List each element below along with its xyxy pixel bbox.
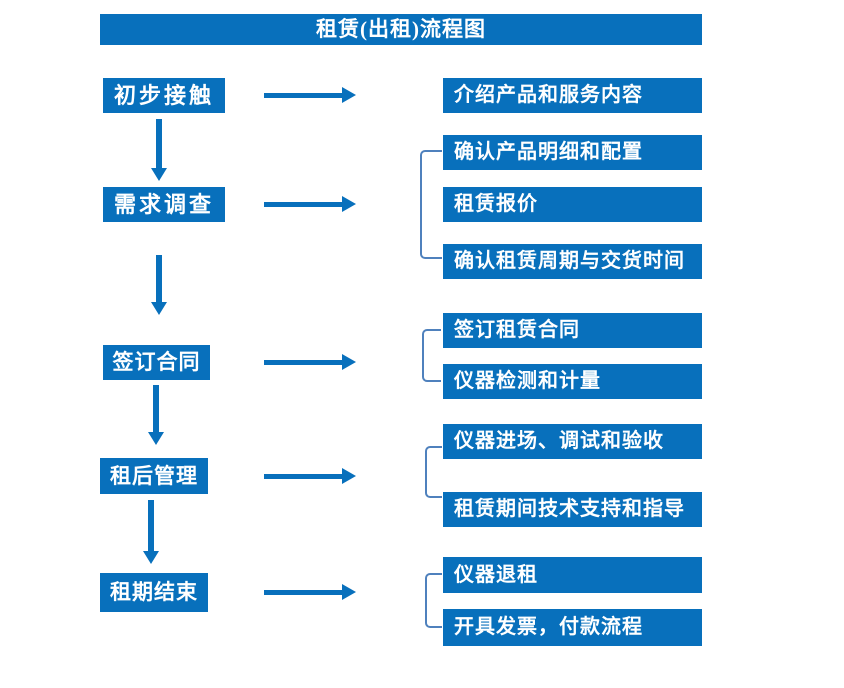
arrow-shaft [264, 473, 342, 479]
right-arrow-connector [264, 196, 356, 212]
right-arrow-connector [264, 584, 356, 600]
step-box-demand-survey: 需求调查 [103, 187, 225, 222]
arrow-head [342, 196, 356, 212]
arrow-head [151, 168, 167, 181]
right-arrow-connector [264, 354, 356, 370]
down-arrow-connector [148, 385, 164, 445]
detail-box: 仪器退租 [443, 557, 702, 593]
arrow-shaft [264, 589, 342, 595]
arrow-head [143, 551, 159, 564]
group-bracket [420, 150, 442, 259]
flowchart-title: 租赁(出租)流程图 [100, 14, 702, 45]
arrow-head [148, 432, 164, 445]
arrow-head [151, 302, 167, 315]
arrow-shaft [156, 119, 162, 168]
arrow-shaft [153, 385, 159, 432]
detail-box: 签订租赁合同 [443, 313, 702, 348]
right-arrow-connector [264, 468, 356, 484]
group-bracket [425, 446, 442, 498]
step-box-sign-contract: 签订合同 [103, 345, 210, 380]
arrow-shaft [156, 255, 162, 302]
group-bracket [422, 329, 441, 382]
arrow-head [342, 584, 356, 600]
arrow-shaft [148, 500, 154, 551]
arrow-head [342, 468, 356, 484]
arrow-shaft [264, 359, 342, 365]
step-box-rental-end: 租期结束 [100, 573, 208, 612]
down-arrow-connector [151, 255, 167, 315]
step-box-initial-contact: 初步接触 [103, 78, 225, 113]
right-arrow-connector [264, 87, 356, 103]
down-arrow-connector [151, 119, 167, 181]
detail-box: 介绍产品和服务内容 [443, 78, 702, 113]
arrow-head [342, 354, 356, 370]
detail-box: 租赁报价 [443, 187, 702, 222]
detail-box: 确认产品明细和配置 [443, 135, 702, 170]
detail-box: 确认租赁周期与交货时间 [443, 244, 702, 279]
detail-box: 租赁期间技术支持和指导 [443, 492, 702, 527]
arrow-shaft [264, 92, 342, 98]
arrow-shaft [264, 201, 342, 207]
group-bracket [425, 573, 442, 628]
step-box-post-rental-management: 租后管理 [100, 458, 208, 494]
arrow-head [342, 87, 356, 103]
detail-box: 仪器进场、调试和验收 [443, 424, 702, 459]
detail-box: 仪器检测和计量 [443, 364, 702, 399]
detail-box: 开具发票，付款流程 [443, 609, 702, 646]
down-arrow-connector [143, 500, 159, 564]
